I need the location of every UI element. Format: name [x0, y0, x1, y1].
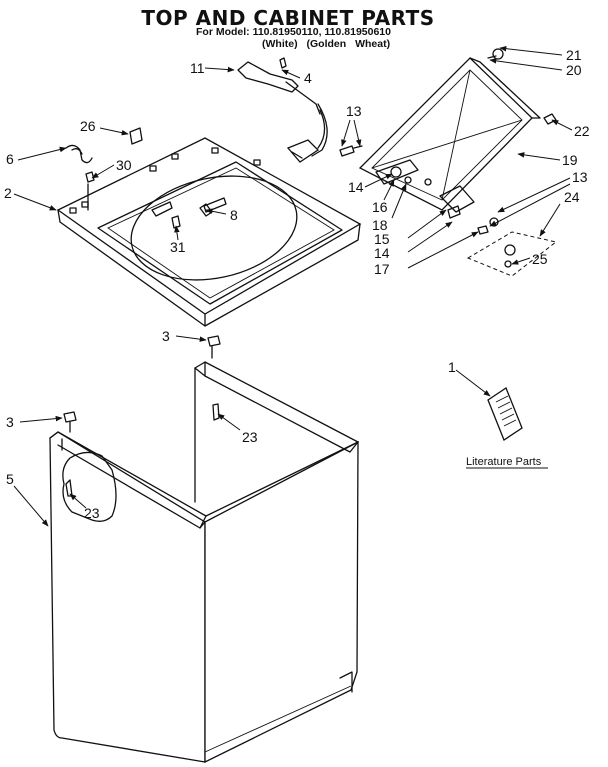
callout-3-upper: 3: [162, 328, 170, 344]
callout-8: 8: [230, 207, 238, 223]
callout-21: 21: [566, 47, 582, 63]
washer-lid: [358, 57, 541, 213]
callout-14-lower: 14: [374, 245, 390, 261]
lid-hinge-parts: [65, 127, 143, 211]
callout-26: 26: [80, 118, 96, 134]
callout-15: 15: [374, 231, 390, 247]
clip-part-3-upper: [207, 335, 221, 359]
leader-lines: [13, 45, 573, 527]
literature-booklet: [487, 387, 523, 441]
callout-13-lower: 13: [572, 169, 588, 185]
callout-31: 31: [170, 239, 186, 255]
color-variants: (White) (Golden Wheat): [262, 38, 391, 50]
callout-5: 5: [6, 471, 14, 487]
clip-part-3-lower: [63, 411, 77, 433]
callout-3-lower: 3: [6, 414, 14, 430]
literature-parts-label: Literature Parts: [466, 456, 542, 468]
hinge-plate-kit: [466, 231, 558, 277]
diagram-title: TOP AND CABINET PARTS: [141, 6, 435, 30]
lid-switch-harness: [237, 57, 328, 163]
callout-23-right: 23: [242, 429, 258, 445]
callout-17: 17: [374, 261, 390, 277]
callout-19: 19: [562, 152, 578, 168]
callout-30: 30: [116, 157, 132, 173]
cabinet-body: [49, 361, 359, 764]
callout-16: 16: [372, 199, 388, 215]
callout-22: 22: [574, 123, 590, 139]
callout-25: 25: [532, 251, 548, 267]
callout-14-upper: 14: [348, 179, 364, 195]
model-numbers: For Model: 110.81950110, 110.81950610: [196, 26, 391, 38]
washer-top: [56, 137, 362, 327]
callout-20: 20: [566, 62, 582, 78]
callout-6: 6: [6, 151, 14, 167]
callout-11: 11: [190, 60, 205, 76]
callout-24: 24: [564, 189, 580, 205]
callout-2: 2: [4, 185, 12, 201]
callout-23-left: 23: [84, 505, 100, 521]
callout-18: 18: [372, 217, 388, 233]
callout-4: 4: [304, 70, 312, 86]
callout-13-upper: 13: [346, 103, 362, 119]
callout-1: 1: [448, 359, 456, 375]
